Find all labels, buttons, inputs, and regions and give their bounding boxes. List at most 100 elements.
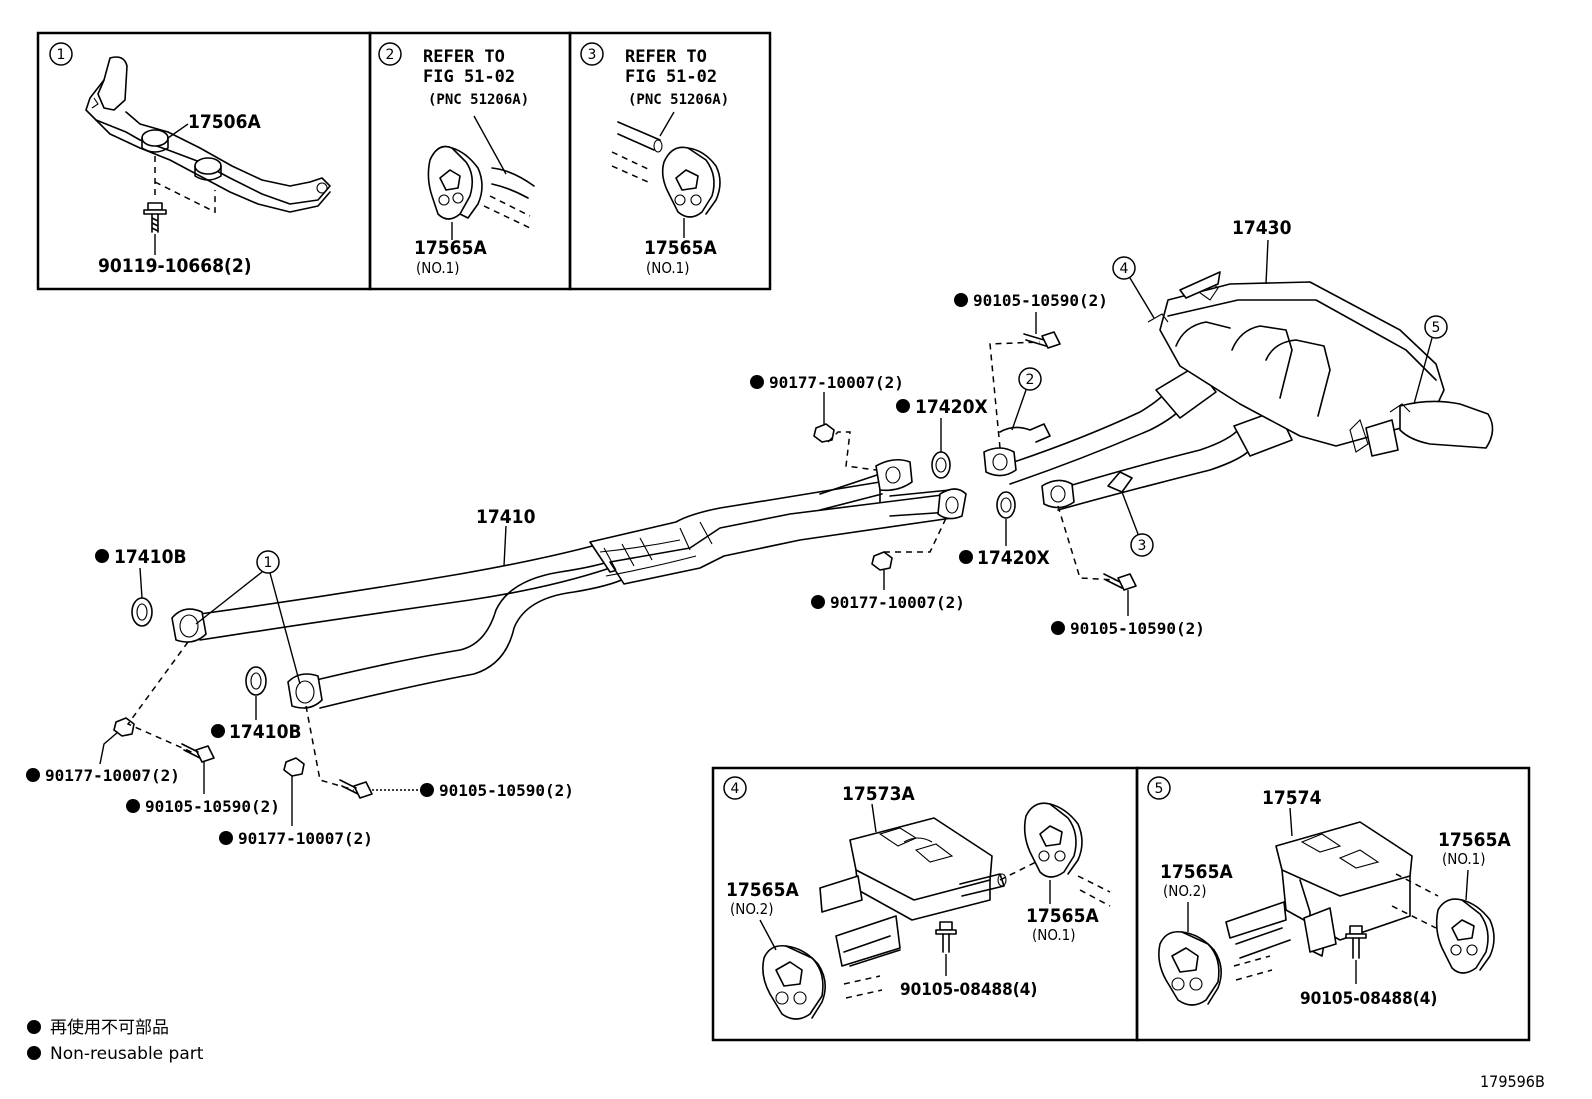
label-bolt-top-right: 90105-10590(2) — [973, 291, 1108, 310]
non-reusable-dot — [1051, 621, 1065, 635]
pipe-stub-inset3 — [617, 121, 661, 151]
svg-text:2: 2 — [1026, 372, 1035, 388]
bolt-90119-10668-drawing — [143, 202, 167, 233]
assembly-line-left — [126, 641, 197, 755]
flange-tail-upper — [983, 447, 1017, 477]
label-nut-left: 90177-10007(2) — [45, 766, 180, 785]
label-17430: 17430 — [1232, 217, 1292, 239]
hanger-17565a-no1-inset5 — [1435, 898, 1495, 974]
pipe-stub-inset2 — [491, 167, 535, 187]
label-17565a-no2-inset5-sub: (NO.2) — [1163, 882, 1207, 900]
gasket-17420x-lower — [996, 491, 1016, 519]
label-17420x-upper: 17420X — [915, 396, 988, 418]
label-17565a-no1-inset5: 17565A — [1438, 829, 1511, 851]
label-nut-mid: 90177-10007(2) — [830, 593, 965, 612]
inset-5-number: 5 — [1155, 781, 1164, 797]
inset-3-number: 3 — [588, 47, 597, 63]
label-17410b-lower: 17410B — [229, 721, 302, 743]
non-reusable-dot — [954, 293, 968, 307]
hanger-17565a-no2-inset4 — [762, 944, 826, 1020]
label-17565a-inset3: 17565A — [644, 237, 717, 259]
label-17506a: 17506A — [188, 111, 261, 133]
hanger-17565a-inset2-drawing — [427, 145, 483, 220]
inset-2-refer-line-1: REFER TO — [423, 47, 505, 67]
legend: 再使用不可部品 Non-reusable part — [27, 1017, 204, 1064]
label-nut-top: 90177-10007(2) — [769, 373, 904, 392]
assembly-line-right — [1057, 505, 1117, 581]
label-17565a-no1-inset4: 17565A — [1026, 905, 1099, 927]
inset-2-refer-line-3: (PNC 51206A) — [428, 92, 529, 108]
inset-1-number: 1 — [57, 47, 66, 63]
label-17565a-no2-inset4-sub: (NO.2) — [730, 900, 774, 918]
callout-4-main: 4 — [1112, 256, 1155, 319]
non-reusable-dot — [750, 375, 764, 389]
non-reusable-dot — [26, 768, 40, 782]
assembly-line-mid — [884, 513, 949, 553]
legend-japanese: 再使用不可部品 — [50, 1017, 169, 1038]
front-pipe-17410-drawing — [171, 458, 967, 709]
inset-3-number-circle — [580, 42, 604, 66]
inset-3-refer-line-1: REFER TO — [625, 47, 707, 67]
figure-id: 179596B — [1480, 1072, 1545, 1091]
inset-5-frame — [1135, 766, 1531, 1042]
non-reusable-dot — [95, 549, 109, 563]
assembly-line-top-right — [989, 341, 1041, 449]
non-reusable-dot — [211, 724, 225, 738]
label-90119-10668: 90119-10668(2) — [98, 255, 252, 277]
callout-1-main: 1 — [195, 550, 301, 685]
bolt-90105-08488-inset5 — [1345, 925, 1367, 959]
flange-left-lower — [287, 673, 323, 709]
legend-english: Non-reusable part — [50, 1044, 204, 1064]
bolt-left — [181, 743, 215, 763]
label-bolt-right: 90105-10590(2) — [1070, 619, 1205, 638]
nut-top — [813, 423, 835, 443]
gasket-17410b-lower — [245, 666, 267, 696]
legend-dot-english — [27, 1046, 41, 1060]
muffler-17430-drawing — [983, 271, 1494, 511]
label-17410: 17410 — [476, 506, 536, 528]
label-17574: 17574 — [1262, 787, 1322, 809]
bolt-top-right — [1023, 331, 1061, 349]
inset-2: 2 REFER TO FIG 51-02 (PNC 51206A) 17565A… — [368, 31, 572, 291]
callout-3-main: 3 — [1121, 491, 1154, 557]
inset-4: 4 17573A — [711, 766, 1139, 1042]
label-bolt-lower: 90105-10590(2) — [439, 781, 574, 800]
label-nut-lower: 90177-10007(2) — [238, 829, 373, 848]
callout-2-main: 2 — [1011, 367, 1042, 431]
assembly-line-lower — [305, 705, 355, 791]
non-reusable-dot — [896, 399, 910, 413]
gasket-17410b-upper — [131, 597, 153, 627]
label-17565a-no2-inset4: 17565A — [726, 879, 799, 901]
label-90105-08488-inset5: 90105-08488(4) — [1300, 989, 1437, 1009]
label-17565a-inset3-sub: (NO.1) — [646, 259, 690, 277]
inset-4-number: 4 — [731, 781, 740, 797]
svg-text:3: 3 — [1138, 538, 1147, 554]
non-reusable-dot — [219, 831, 233, 845]
inset-1-number-circle — [49, 42, 73, 66]
inset-2-number: 2 — [386, 47, 395, 63]
svg-text:4: 4 — [1120, 261, 1129, 277]
flange-left-upper — [171, 608, 207, 643]
flange-right-lower — [937, 488, 967, 520]
bolt-right — [1103, 573, 1137, 591]
label-17573a: 17573A — [842, 783, 915, 805]
gasket-17420x-upper — [931, 451, 951, 479]
label-bolt-left: 90105-10590(2) — [145, 797, 280, 816]
flange-tail-lower — [1041, 479, 1075, 509]
nut-mid — [871, 551, 893, 571]
label-90105-08488-inset4: 90105-08488(4) — [900, 980, 1037, 1000]
flange-right-upper — [875, 458, 913, 492]
label-17565a-inset2: 17565A — [414, 237, 487, 259]
hanger-17565a-no2-inset5 — [1158, 930, 1222, 1006]
inset-3-refer-line-2: FIG 51-02 — [625, 67, 717, 87]
legend-dot-japanese — [27, 1020, 41, 1034]
inset-2-number-circle — [378, 42, 402, 66]
non-reusable-dot — [126, 799, 140, 813]
callout-5-main: 5 — [1413, 315, 1448, 405]
inset-3-frame — [568, 31, 772, 291]
inset-1-assembly-line — [154, 156, 216, 214]
hanger-17565a-inset3-drawing — [661, 146, 721, 218]
non-reusable-dot — [420, 783, 434, 797]
svg-text:1: 1 — [264, 555, 273, 571]
non-reusable-dot — [959, 550, 973, 564]
